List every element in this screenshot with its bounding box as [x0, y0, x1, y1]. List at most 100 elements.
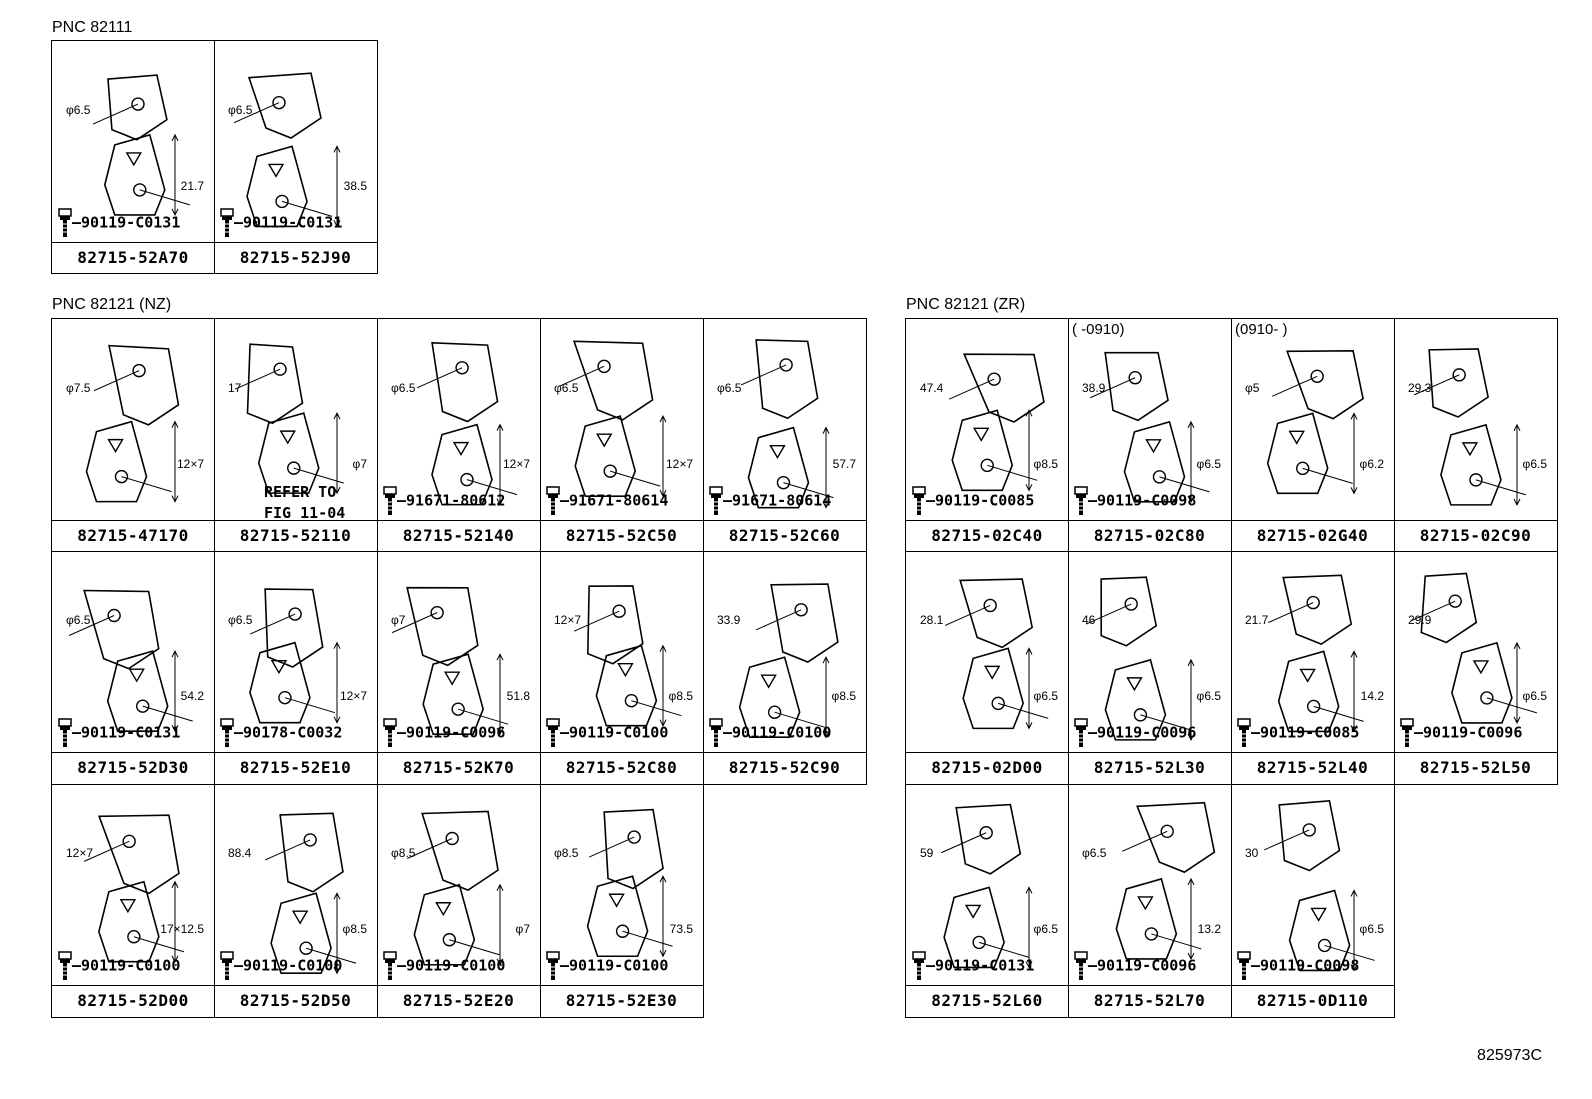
part-number[interactable]: 82715-52C60: [728, 526, 841, 545]
dimension-label: 21.7: [1245, 613, 1269, 627]
fastener-part-number[interactable]: —90119-C0096: [383, 718, 505, 748]
fastener-part-number[interactable]: —90119-C0096: [1074, 718, 1196, 748]
fastener-part-number[interactable]: —90119-C0100: [383, 951, 505, 981]
fastener-part-number[interactable]: —90178-C0032: [220, 718, 342, 748]
part-drawing: [1068, 551, 1231, 752]
part-drawing: [703, 551, 866, 752]
part-number[interactable]: 82715-02G40: [1256, 526, 1369, 545]
part-number[interactable]: 82715-02D00: [931, 758, 1043, 777]
bolt-icon: [912, 951, 926, 980]
part-drawing: [214, 551, 377, 752]
dimension-label: φ6.5: [66, 103, 91, 117]
part-number[interactable]: 82715-52L50: [1419, 758, 1532, 777]
dimension-label: 33.9: [717, 613, 741, 627]
part-number[interactable]: 82715-52D50: [239, 991, 352, 1010]
fastener-part-number[interactable]: —90119-C0096: [1074, 951, 1196, 981]
fastener-leader: —: [72, 723, 82, 742]
dimension-label: 47.4: [920, 381, 944, 395]
part-number[interactable]: 82715-52L60: [931, 991, 1043, 1010]
part-number[interactable]: 82715-52E20: [402, 991, 515, 1010]
dimension-label: 51.8: [506, 689, 530, 703]
fastener-number: 90119-C0098: [1097, 491, 1197, 510]
part-number[interactable]: 82715-0D110: [1256, 991, 1369, 1010]
fastener-part-number[interactable]: —90119-C0131: [220, 208, 342, 238]
part-number[interactable]: 82715-52D00: [77, 991, 189, 1010]
bolt-icon: [383, 718, 397, 747]
part-number[interactable]: 82715-52L40: [1256, 758, 1369, 777]
part-number[interactable]: 82715-52K70: [402, 758, 515, 777]
part-number[interactable]: 82715-52E30: [565, 991, 678, 1010]
part-number[interactable]: 82715-52E10: [239, 758, 352, 777]
bracket-drawing: [1115, 801, 1216, 961]
part-number[interactable]: 82715-52C90: [728, 758, 841, 777]
part-drawing: [1231, 319, 1394, 520]
part-drawing: [1394, 551, 1557, 752]
fastener-part-number[interactable]: —90119-C0100: [220, 951, 342, 981]
date-range-note: ( -0910): [1072, 321, 1125, 338]
part-number[interactable]: 82715-47170: [77, 526, 189, 545]
part-number[interactable]: 82715-52C50: [565, 526, 678, 545]
fastener-number: 90178-C0032: [243, 723, 343, 742]
part-number[interactable]: 82715-52A70: [77, 248, 189, 267]
part-number[interactable]: 82715-02C90: [1419, 526, 1532, 545]
bolt-icon-wrap: [58, 951, 72, 981]
fastener-part-number[interactable]: —90119-C0100: [546, 718, 668, 748]
bolt-icon-wrap: [383, 486, 397, 516]
fastener-part-number[interactable]: —90119-C0100: [58, 951, 180, 981]
bolt-icon: [1237, 951, 1251, 980]
fastener-number: 90119-C0131: [935, 956, 1035, 975]
part-number[interactable]: 82715-52C80: [565, 758, 678, 777]
part-number[interactable]: 82715-52140: [402, 526, 515, 545]
part-number[interactable]: 82715-02C40: [931, 526, 1043, 545]
part-number[interactable]: 82715-52L70: [1093, 991, 1206, 1010]
part-number[interactable]: 82715-52L30: [1093, 758, 1206, 777]
fastener-part-number[interactable]: —90119-C0131: [58, 718, 180, 748]
fastener-part-number[interactable]: —90119-C0098: [1074, 486, 1196, 516]
bracket-drawing: [948, 353, 1045, 492]
fastener-part-number[interactable]: —91671-80614: [546, 486, 668, 516]
fastener-part-number[interactable]: —91671-80614: [709, 486, 831, 516]
fastener-part-number[interactable]: —90119-C0100: [709, 718, 831, 748]
fastener-leader: —: [1088, 956, 1098, 975]
fastener-part-number[interactable]: —90119-C0085: [1237, 718, 1359, 748]
fastener-part-number[interactable]: —90119-C0131: [58, 208, 180, 238]
part-number[interactable]: 82715-52110: [239, 526, 352, 545]
part-number[interactable]: 82715-52J90: [239, 248, 352, 267]
fastener-part-number[interactable]: —91671-80612: [383, 486, 505, 516]
part-number[interactable]: 82715-02C80: [1093, 526, 1206, 545]
fastener-part-number[interactable]: —90119-C0100: [546, 951, 668, 981]
fastener-part-number[interactable]: —90119-C0131: [912, 951, 1034, 981]
fastener-part-number[interactable]: —90119-C0096: [1400, 718, 1522, 748]
part-number[interactable]: 82715-52D30: [77, 758, 189, 777]
fastener-part-number[interactable]: —90119-C0098: [1237, 951, 1359, 981]
fastener-part-number[interactable]: —90119-C0085: [912, 486, 1034, 516]
